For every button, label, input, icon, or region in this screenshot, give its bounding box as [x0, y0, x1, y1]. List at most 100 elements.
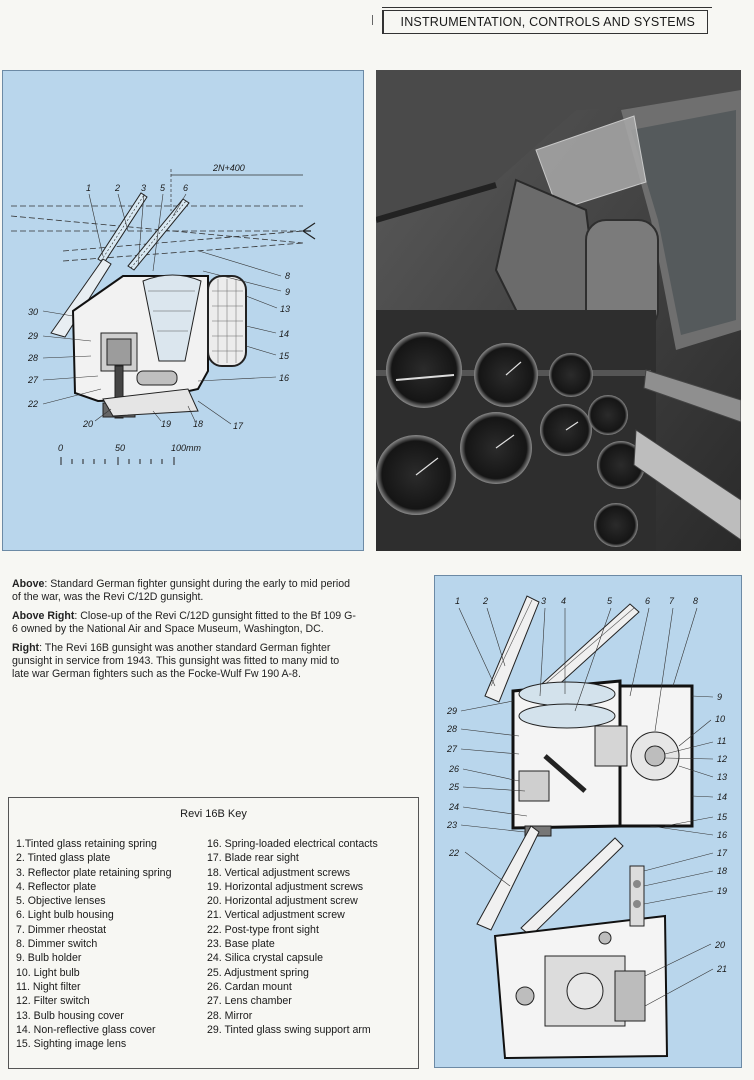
label-16b-16: 16 [717, 830, 727, 840]
dimension-label: 2N+400 [212, 163, 245, 173]
label-16b-20: 20 [714, 940, 725, 950]
label-1: 1 [86, 183, 91, 193]
label-15: 15 [279, 351, 290, 361]
key-item: 6. Light bulb housing [16, 909, 114, 922]
cockpit-photo-rendering [376, 70, 741, 551]
key-list-left: 1.Tinted glass retaining spring 2. Tinte… [16, 837, 171, 1051]
revi-c12d-drawing: 2N+400 [10, 163, 316, 465]
key-item: 7. Dimmer rheostat [16, 923, 107, 936]
label-16b-13: 13 [717, 772, 727, 782]
section-title: INSTRUMENTATION, CONTROLS AND SYSTEMS [400, 15, 695, 29]
key-item: 13. Bulb housing cover [16, 1009, 124, 1022]
label-14: 14 [279, 329, 289, 339]
label-16b-5: 5 [607, 596, 613, 606]
key-item: 20. Horizontal adjustment screw [207, 895, 358, 908]
section-header: INSTRUMENTATION, CONTROLS AND SYSTEMS [382, 10, 708, 34]
label-28: 28 [27, 353, 38, 363]
key-item: 5. Objective lenses [16, 895, 106, 908]
label-16b-11: 11 [717, 736, 726, 746]
label-29: 29 [27, 331, 38, 341]
label-16b-18: 18 [717, 866, 727, 876]
key-item: 24. Silica crystal capsule [207, 952, 323, 965]
key-item: 3. Reflector plate retaining spring [16, 866, 172, 879]
key-list-right: 16. Spring-loaded electrical contacts 17… [207, 837, 378, 1037]
header-rule [382, 7, 712, 8]
label-16b-4: 4 [561, 596, 566, 606]
label-3: 3 [141, 183, 146, 193]
key-item: 29. Tinted glass swing support arm [207, 1023, 371, 1036]
label-8: 8 [285, 271, 290, 281]
key-item: 10. Light bulb [16, 966, 80, 979]
key-item: 25. Adjustment spring [207, 966, 309, 979]
label-2: 2 [114, 183, 120, 193]
label-19: 19 [161, 419, 171, 429]
label-18: 18 [193, 419, 203, 429]
revi-c12d-cockpit-photo [376, 70, 741, 551]
label-30: 30 [28, 307, 38, 317]
label-22: 22 [27, 399, 38, 409]
key-item: 9. Bulb holder [16, 952, 82, 965]
key-item: 28. Mirror [207, 1009, 253, 1022]
label-16b-23: 23 [446, 820, 457, 830]
label-16b-19: 19 [717, 886, 727, 896]
key-item: 1.Tinted glass retaining spring [16, 838, 157, 850]
label-16b-14: 14 [717, 792, 727, 802]
key-item: 27. Lens chamber [207, 995, 292, 1008]
label-16b-9: 9 [717, 692, 722, 702]
caption-right: Right: The Revi 16B gunsight was another… [12, 642, 340, 680]
key-item: 15. Sighting image lens [16, 1038, 127, 1051]
label-13: 13 [280, 304, 290, 314]
key-item: 12. Filter switch [16, 995, 90, 1008]
label-27: 27 [27, 375, 39, 385]
caption-above-right: Above Right: Close-up of the Revi C/12D … [12, 610, 356, 635]
key-item: 23. Base plate [207, 938, 275, 951]
label-17: 17 [233, 421, 244, 431]
label-16b-12: 12 [717, 754, 727, 764]
revi-16b-drawing: 1 2 3 4 5 6 7 8 29 28 27 26 25 24 23 22 … [446, 595, 728, 1060]
label-16b-6: 6 [645, 596, 650, 606]
key-item: 16. Spring-loaded electrical contacts [207, 838, 378, 850]
label-16b-24: 24 [448, 802, 459, 812]
header-tick [372, 15, 373, 25]
scale-label-0: 0 [58, 443, 63, 453]
key-item: 2. Tinted glass plate [16, 852, 111, 865]
label-16b-27: 27 [446, 744, 458, 754]
key-item: 14. Non-reflective glass cover [16, 1023, 156, 1036]
key-item: 4. Reflector plate [16, 880, 97, 893]
label-16b-10: 10 [715, 714, 725, 724]
figure-captions: Above: Standard German fighter gunsight … [12, 578, 357, 687]
label-16b-15: 15 [717, 812, 728, 822]
label-16b-17: 17 [717, 848, 728, 858]
label-6: 6 [183, 183, 188, 193]
key-item: 26. Cardan mount [207, 980, 292, 993]
key-item: 22. Post-type front sight [207, 923, 319, 936]
label-9: 9 [285, 287, 290, 297]
label-16b-1: 1 [455, 596, 460, 606]
key-item: 21. Vertical adjustment screw [207, 909, 345, 922]
label-16b-3: 3 [541, 596, 546, 606]
label-16b-22: 22 [448, 848, 459, 858]
label-20: 20 [82, 419, 93, 429]
label-16b-7: 7 [669, 596, 675, 606]
label-16b-2: 2 [482, 596, 488, 606]
label-16b-26: 26 [448, 764, 459, 774]
label-16b-25: 25 [448, 782, 460, 792]
scale-bar [60, 457, 175, 465]
revi-16b-key: Revi 16B Key 1.Tinted glass retaining sp… [8, 797, 419, 1069]
key-item: 11. Night filter [16, 980, 81, 993]
label-16b-28: 28 [446, 724, 457, 734]
label-16b-8: 8 [693, 596, 698, 606]
scale-label-100mm: 100mm [171, 443, 202, 453]
label-16b-21: 21 [716, 964, 727, 974]
key-item: 17. Blade rear sight [207, 852, 299, 865]
key-item: 18. Vertical adjustment screws [207, 866, 351, 879]
label-16: 16 [279, 373, 289, 383]
scale-label-50: 50 [115, 443, 125, 453]
key-item: 8. Dimmer switch [16, 938, 98, 951]
label-16b-29: 29 [446, 706, 457, 716]
key-item: 19. Horizontal adjustment screws [207, 880, 364, 893]
revi-c12d-diagram: 2N+400 [2, 70, 364, 551]
revi-16b-diagram: 1 2 3 4 5 6 7 8 29 28 27 26 25 24 23 22 … [434, 575, 742, 1068]
label-5: 5 [160, 183, 166, 193]
key-title: Revi 16B Key [180, 808, 247, 820]
